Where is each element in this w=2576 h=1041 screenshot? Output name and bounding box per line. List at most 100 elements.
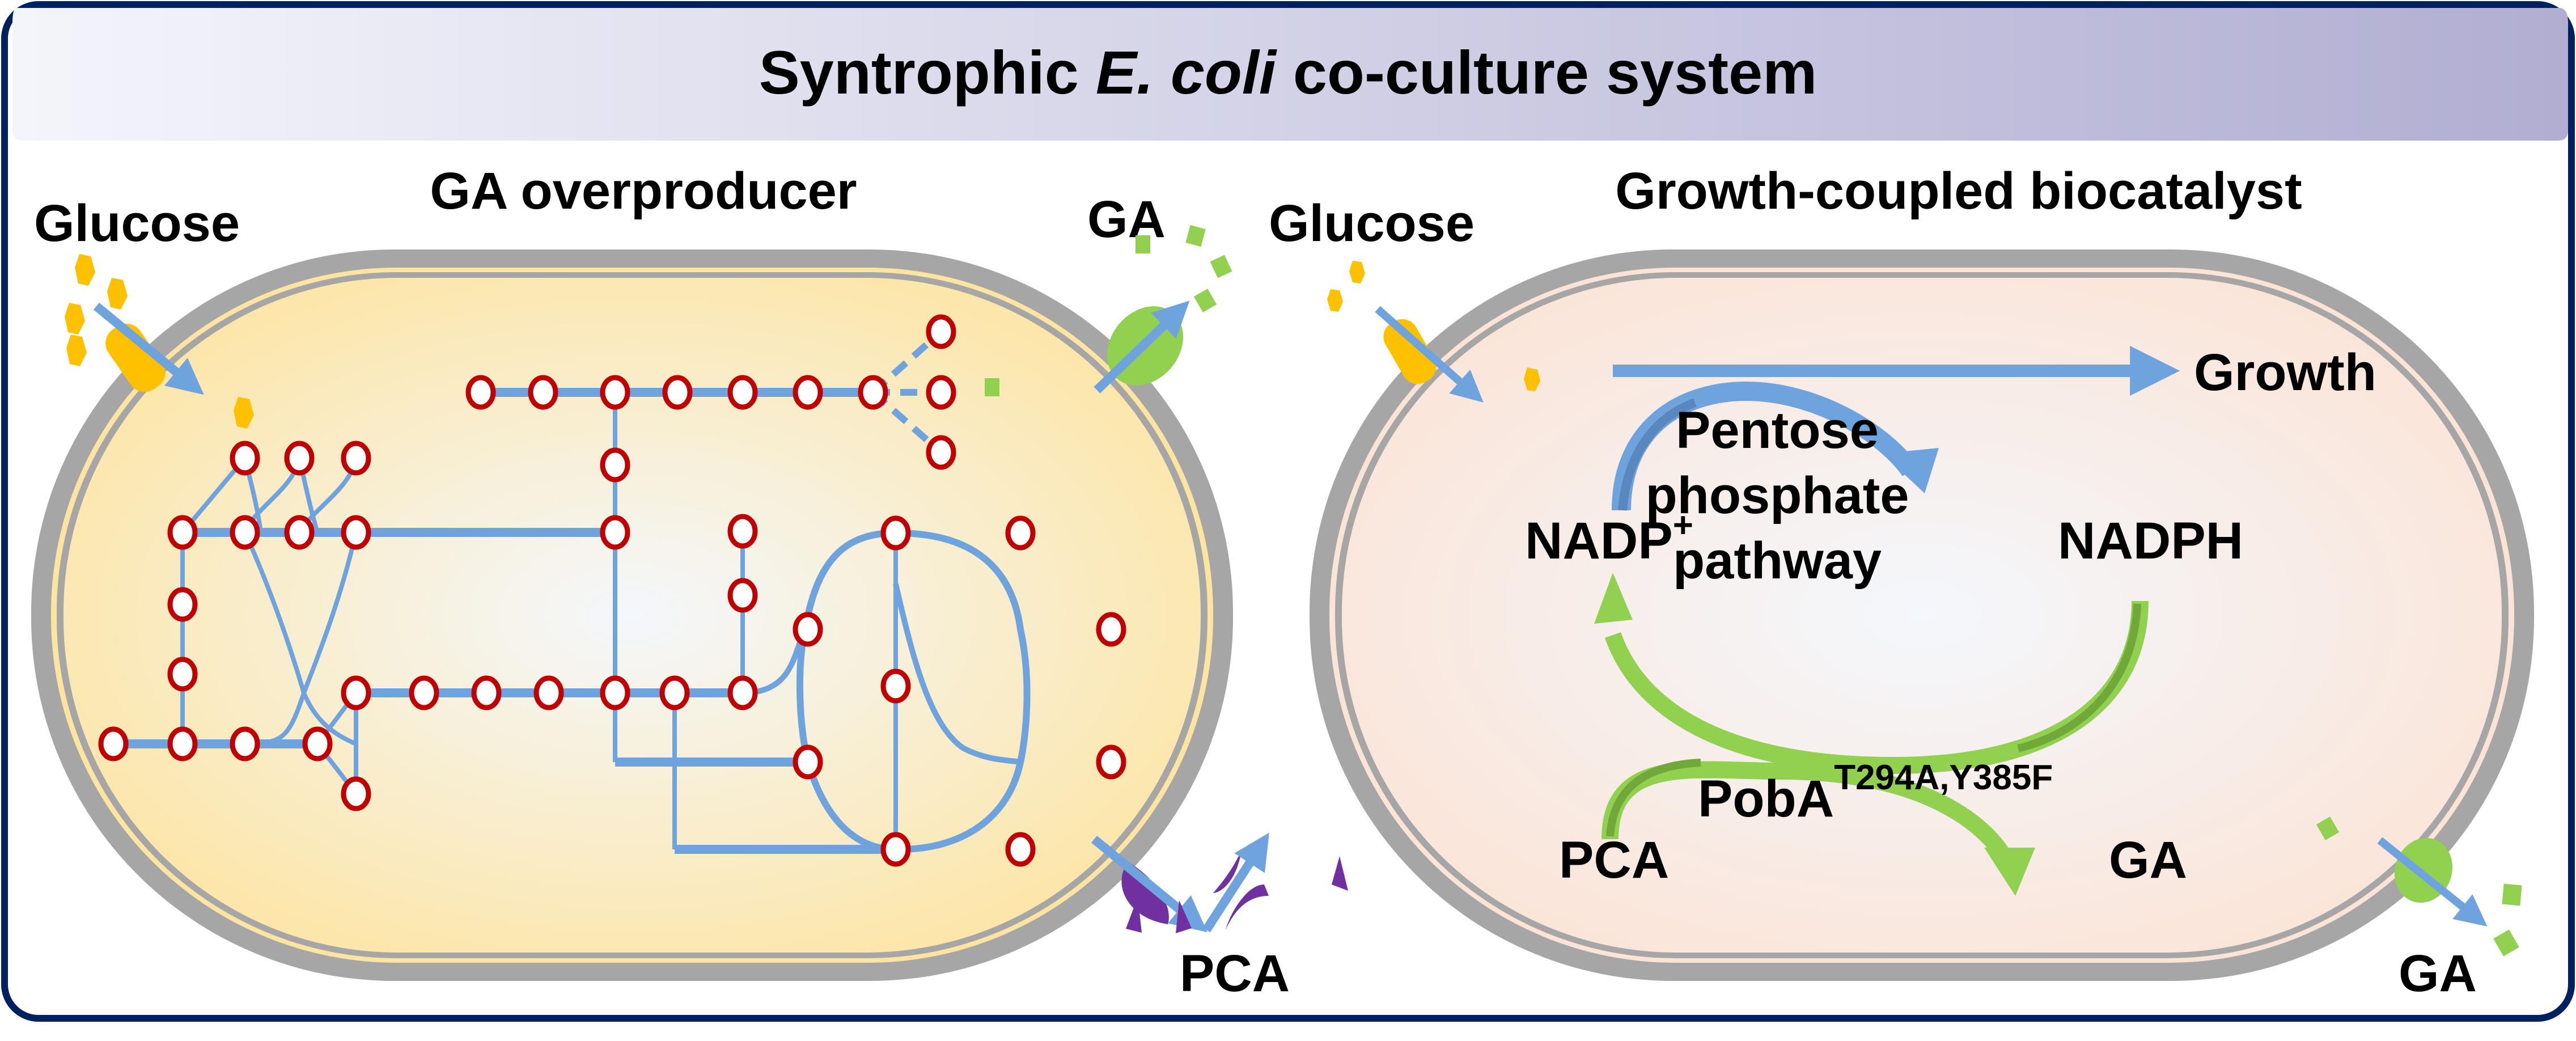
ga-molecule [1210,255,1232,278]
glucose-molecule [66,335,87,366]
metabolite-node [727,514,758,549]
pathway-label-2: phosphate [1645,467,1909,524]
ppp-arrowhead [1882,448,1939,493]
glucose-transporter [1383,319,1437,384]
metabolite-node [600,375,630,410]
pathway-label-1: Pentose [1676,401,1879,459]
extracellular-ga-label: GA [2399,945,2477,1002]
ga-molecule [1193,289,1217,312]
glucose-molecule [1349,261,1365,283]
left-cell [31,249,1233,981]
glucose-molecule [1327,289,1343,312]
pca-exporter [1121,862,1169,924]
metabolite-node [1005,515,1036,551]
metabolite-node [727,578,758,613]
metabolite-node [880,668,911,704]
metabolite-node [926,435,956,470]
metabolite-node [167,657,198,692]
glucose-uptake-arrow [1375,306,1484,403]
pca-importer [1213,850,1242,893]
nadph-label: NADPH [2058,512,2243,570]
pca-import-arrow [1202,832,1269,933]
pathway-edge [893,583,1021,765]
metabolite-node [533,675,564,710]
left-ga-label: GA [1087,191,1166,248]
ga-molecule [2493,929,2519,957]
metabolite-node [1005,832,1036,867]
metabolite-node [341,441,371,476]
pathway-label-3: pathway [1673,532,1882,590]
metabolite-node [471,675,502,710]
ga-molecule [985,378,999,396]
pca-molecule [1126,897,1142,933]
glucose-uptake-arrow [93,302,204,395]
metabolite-node [662,375,693,410]
metabolite-node [409,675,439,710]
ga-export-arrow [1094,301,1190,393]
pathway-edge [244,532,358,746]
metabolite-node [284,515,315,550]
right-ga-export: GA [2316,816,2522,1002]
ga-export-arrow [2377,837,2488,927]
pca-exchange: PCA [1091,832,1348,1002]
metabolite-node [793,375,823,410]
metabolite-node [926,314,956,349]
pca-molecule [1332,856,1348,891]
metabolite-node [230,726,260,761]
metabolite-node [341,776,371,811]
metabolite-node [1096,612,1126,647]
glucose-transporter [105,323,166,392]
intracellular-ga-label: GA [2109,831,2187,889]
pathway-edge [243,531,357,746]
glucose-molecule [65,303,85,335]
metabolite-node [858,375,888,410]
title-text: Syntrophic E. coli co-culture system [759,38,1817,107]
metabolite-node [600,515,630,550]
title-banner: Syntrophic E. coli co-culture system [12,8,2568,141]
metabolite-node [341,675,371,710]
metabolite-node [880,832,911,867]
ga-molecule [1136,235,1150,253]
nadp-label: NADP+ [1525,506,1693,570]
metabolite-node [793,744,823,780]
right-cell-title: Growth-coupled biocatalyst [1615,162,2302,220]
metabolite-node [880,515,911,551]
metabolite-node [528,375,558,410]
metabolite-node [727,675,758,710]
left-cell-title: GA overproducer [430,162,857,220]
left-glucose-label: Glucose [34,194,240,252]
metabolite-node [167,515,198,550]
metabolite-node [284,441,315,476]
extracellular-pca-label: PCA [1180,945,1290,1002]
metabolic-network [98,314,1126,867]
metabolite-node [1096,744,1126,780]
glucose-molecule [75,254,95,286]
metabolite-node [793,612,823,647]
ga-molecule [1185,225,1206,247]
glucose-molecule [234,397,254,429]
metabolite-node [600,447,630,483]
metabolite-node [230,515,260,550]
metabolite-node [167,587,198,622]
metabolite-node [98,726,129,761]
ga-molecule [2502,883,2522,906]
nadp-arrowhead [1594,573,1633,624]
glucose-molecule [107,278,128,310]
right-glucose-uptake [1327,261,1540,403]
metabolite-node [341,515,371,550]
glucose-molecule [1524,367,1540,391]
growth-label: Growth [2194,344,2376,401]
left-ga-export [985,225,1232,396]
ga-arrowhead [1984,848,2035,896]
pca-molecule [1176,900,1192,933]
metabolite-node [659,675,690,710]
metabolite-node [727,375,758,410]
right-glucose-label: Glucose [1269,194,1475,252]
left-glucose-uptake [65,254,254,429]
metabolite-node [230,441,260,476]
metabolite-node [167,726,198,761]
ga-molecule [2316,816,2340,840]
metabolite-node [465,375,496,410]
metabolite-node [302,726,333,761]
